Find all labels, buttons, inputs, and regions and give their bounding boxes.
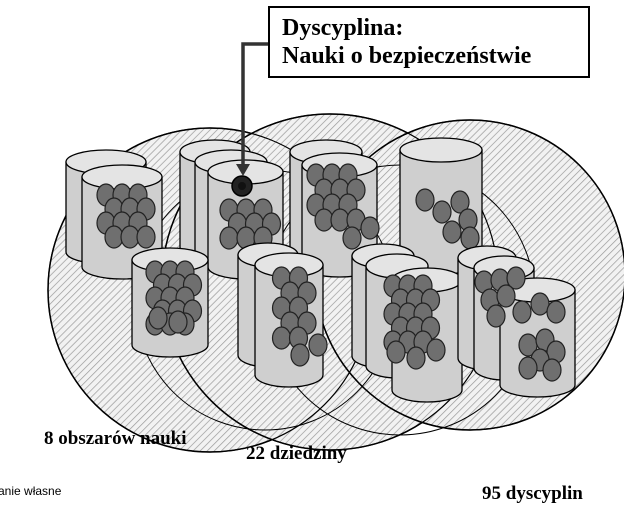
disciplines-label: 95 dyscyplin — [482, 483, 583, 505]
discipline-dot — [315, 209, 333, 231]
discipline-dot — [461, 227, 479, 249]
discipline-dot — [149, 307, 167, 329]
callout-discipline-name: Nauki o bezpieczeństwie — [282, 42, 588, 70]
discipline-dot — [513, 301, 531, 323]
fields-label: 22 dziedziny — [246, 443, 347, 465]
discipline-callout: Dyscyplina: Nauki o bezpieczeństwie — [268, 6, 590, 78]
discipline-dot — [547, 301, 565, 323]
discipline-dot — [331, 209, 349, 231]
source-note: anie własne — [0, 484, 61, 498]
discipline-dot — [443, 221, 461, 243]
discipline-dot — [291, 344, 309, 366]
discipline-dot — [416, 189, 434, 211]
discipline-dot — [309, 334, 327, 356]
discipline-dot — [487, 305, 505, 327]
discipline-dot — [497, 285, 515, 307]
discipline-dot — [137, 226, 155, 248]
discipline-dot — [169, 311, 187, 333]
discipline-dot — [433, 201, 451, 223]
areas-label: 8 obszarów nauki — [44, 428, 187, 450]
discipline-dot — [427, 339, 445, 361]
discipline-dot — [343, 227, 361, 249]
discipline-dot — [543, 359, 561, 381]
callout-title: Dyscyplina: — [282, 14, 588, 42]
discipline-dot — [105, 226, 123, 248]
discipline-dot — [273, 327, 291, 349]
discipline-dot — [361, 217, 379, 239]
discipline-dot — [220, 227, 238, 249]
discipline-dot — [519, 357, 537, 379]
discipline-dot — [121, 226, 139, 248]
discipline-dot — [407, 347, 425, 369]
discipline-dot — [387, 341, 405, 363]
discipline-dot — [531, 293, 549, 315]
